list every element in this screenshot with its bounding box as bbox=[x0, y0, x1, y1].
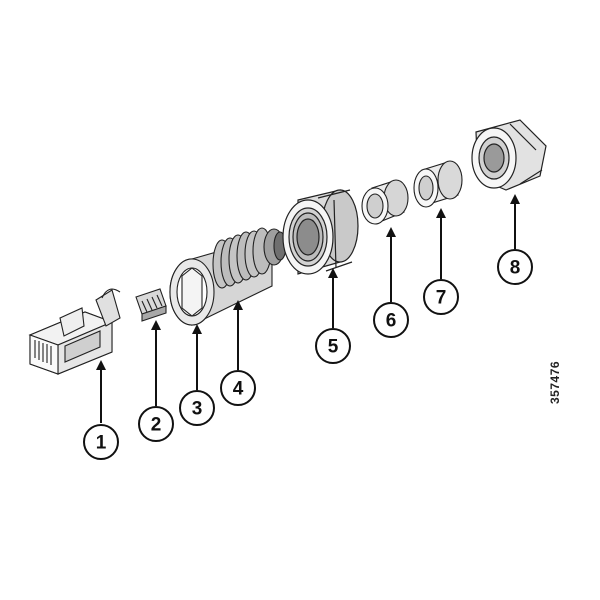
threaded-body-part bbox=[169, 227, 287, 326]
callout-4 bbox=[220, 370, 256, 406]
end-cap-nut-part bbox=[471, 119, 547, 191]
callout-arrows bbox=[96, 194, 520, 423]
callout-circles bbox=[83, 249, 533, 460]
rj45-plug-part bbox=[28, 288, 121, 375]
callout-number: 3 bbox=[192, 399, 203, 420]
callout-number: 2 bbox=[151, 415, 162, 436]
sealing-nut-part bbox=[282, 189, 359, 275]
callout-number: 5 bbox=[328, 337, 339, 358]
callout-1 bbox=[83, 424, 119, 460]
callout-number: 8 bbox=[510, 258, 521, 279]
callout-number: 7 bbox=[436, 288, 447, 309]
callout-2 bbox=[138, 406, 174, 442]
callout-number: 6 bbox=[386, 311, 397, 332]
callout-8 bbox=[497, 249, 533, 285]
figure-id-label: 357476 bbox=[548, 360, 562, 404]
callout-3 bbox=[179, 390, 215, 426]
sleeve-part bbox=[361, 179, 409, 225]
seal-ring-part bbox=[413, 160, 463, 208]
contact-insert-part bbox=[135, 288, 167, 322]
callout-5 bbox=[315, 328, 351, 364]
callout-6 bbox=[373, 302, 409, 338]
callout-7 bbox=[423, 279, 459, 315]
callout-number: 4 bbox=[233, 379, 244, 400]
callout-numbers: 1 2 3 4 5 6 7 8 bbox=[96, 258, 521, 454]
callout-number: 1 bbox=[96, 433, 107, 454]
